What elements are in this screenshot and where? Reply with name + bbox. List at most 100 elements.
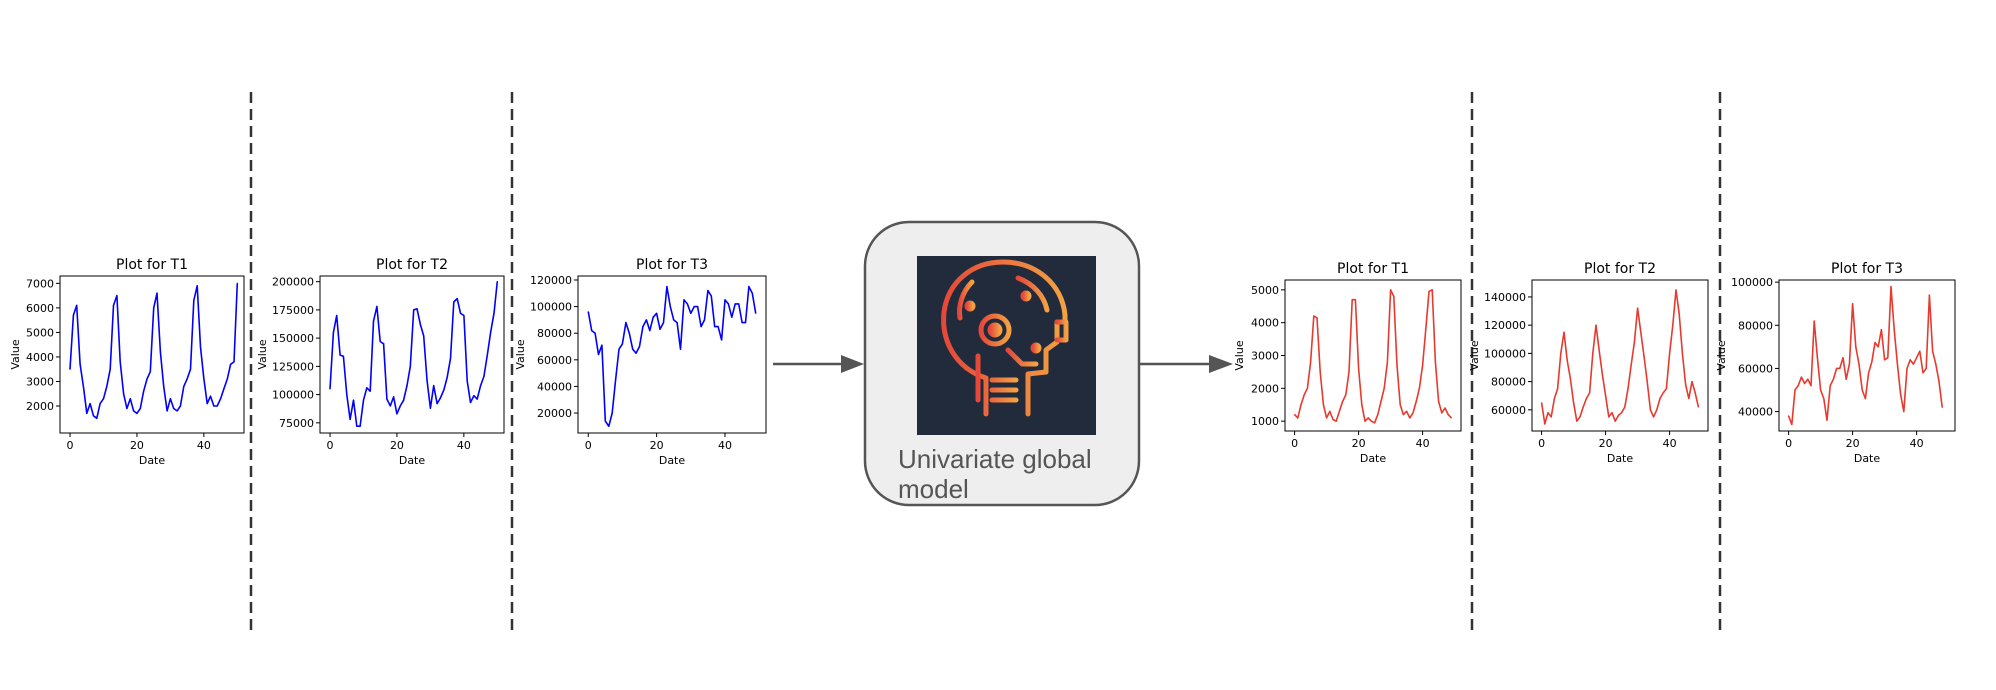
data-point	[679, 348, 682, 350]
series-line	[587, 285, 757, 428]
data-point	[89, 403, 91, 405]
data-point	[1310, 361, 1312, 363]
data-point	[1428, 290, 1430, 293]
data-point	[223, 388, 225, 390]
data-point	[601, 344, 603, 346]
model-box: Univariate global model	[863, 220, 1141, 507]
data-point	[76, 304, 78, 306]
data-point	[710, 295, 712, 297]
data-point	[386, 398, 388, 400]
data-point	[473, 395, 475, 397]
data-point	[1675, 289, 1677, 291]
data-point	[1938, 380, 1940, 382]
data-point	[116, 295, 118, 297]
data-point	[92, 415, 95, 417]
x-tick-label: 20	[650, 439, 664, 452]
data-point	[1922, 372, 1924, 374]
data-point	[466, 380, 468, 382]
data-point	[1691, 381, 1693, 383]
y-tick-label: 1000	[1251, 415, 1279, 428]
data-point	[1358, 368, 1360, 370]
data-point	[594, 332, 596, 334]
y-axis-label: Value	[256, 339, 269, 369]
data-point	[102, 398, 105, 400]
data-point	[496, 281, 498, 283]
data-point	[209, 395, 212, 397]
data-point	[649, 330, 651, 332]
data-point	[714, 326, 716, 328]
data-point	[1319, 371, 1321, 373]
x-axis-label: Date	[1360, 452, 1387, 465]
data-point	[618, 348, 620, 350]
series-line	[69, 283, 239, 420]
data-point	[126, 407, 128, 410]
data-point	[1598, 350, 1600, 352]
chart-title: Plot for T1	[116, 257, 188, 273]
data-point	[490, 331, 492, 334]
data-point	[642, 326, 644, 328]
data-point	[734, 303, 736, 305]
chart-title: Plot for T3	[636, 257, 708, 273]
data-point	[597, 353, 600, 356]
data-point	[1813, 320, 1815, 322]
data-point	[1614, 420, 1616, 422]
data-point	[216, 405, 218, 407]
x-tick-label: 0	[327, 439, 334, 452]
data-point	[1800, 376, 1802, 378]
y-tick-label: 125000	[272, 360, 314, 373]
output-arrow	[1140, 355, 1233, 373]
data-point	[376, 305, 378, 308]
data-point	[1624, 406, 1626, 408]
model-label-line2: model	[898, 474, 969, 504]
data-point	[1685, 383, 1687, 385]
data-point	[389, 405, 391, 407]
data-point	[1836, 367, 1838, 369]
series-line	[1540, 289, 1700, 425]
data-point	[69, 368, 71, 370]
data-point	[119, 361, 121, 363]
data-point	[707, 290, 709, 292]
data-point	[1788, 415, 1790, 417]
data-point	[133, 410, 135, 412]
data-point	[1855, 346, 1857, 348]
data-point	[96, 417, 98, 419]
data-point	[383, 343, 385, 345]
data-point	[645, 319, 648, 321]
data-point	[1646, 381, 1648, 383]
x-tick-label: 0	[585, 439, 592, 452]
data-point	[1541, 402, 1543, 404]
data-point	[143, 390, 145, 392]
data-point	[1434, 361, 1436, 363]
y-tick-label: 120000	[530, 274, 572, 287]
data-point	[1431, 289, 1433, 291]
data-point	[342, 355, 344, 357]
x-axis-label: Date	[1854, 452, 1881, 465]
data-point	[1579, 416, 1581, 418]
data-point	[82, 385, 84, 387]
data-point	[199, 346, 202, 348]
data-point	[1560, 352, 1562, 354]
y-tick-label: 60000	[1738, 362, 1773, 375]
data-point	[1794, 389, 1796, 391]
data-point	[486, 354, 488, 356]
data-point	[1322, 404, 1324, 406]
data-point	[426, 380, 428, 382]
data-point	[1303, 394, 1305, 396]
data-point	[1313, 315, 1315, 317]
x-tick-label: 20	[390, 439, 404, 452]
data-point	[139, 407, 141, 410]
data-point	[1380, 400, 1382, 403]
data-point	[359, 425, 361, 427]
data-point	[1354, 299, 1356, 301]
x-axis-label: Date	[399, 454, 426, 467]
data-point	[1887, 357, 1889, 359]
data-point	[1617, 414, 1619, 417]
data-point	[476, 398, 478, 400]
data-point	[724, 299, 726, 301]
data-point	[72, 314, 74, 316]
data-point	[1589, 392, 1591, 394]
data-point	[748, 286, 750, 288]
y-axis-label: Value	[1233, 340, 1246, 370]
data-point	[1653, 416, 1655, 418]
